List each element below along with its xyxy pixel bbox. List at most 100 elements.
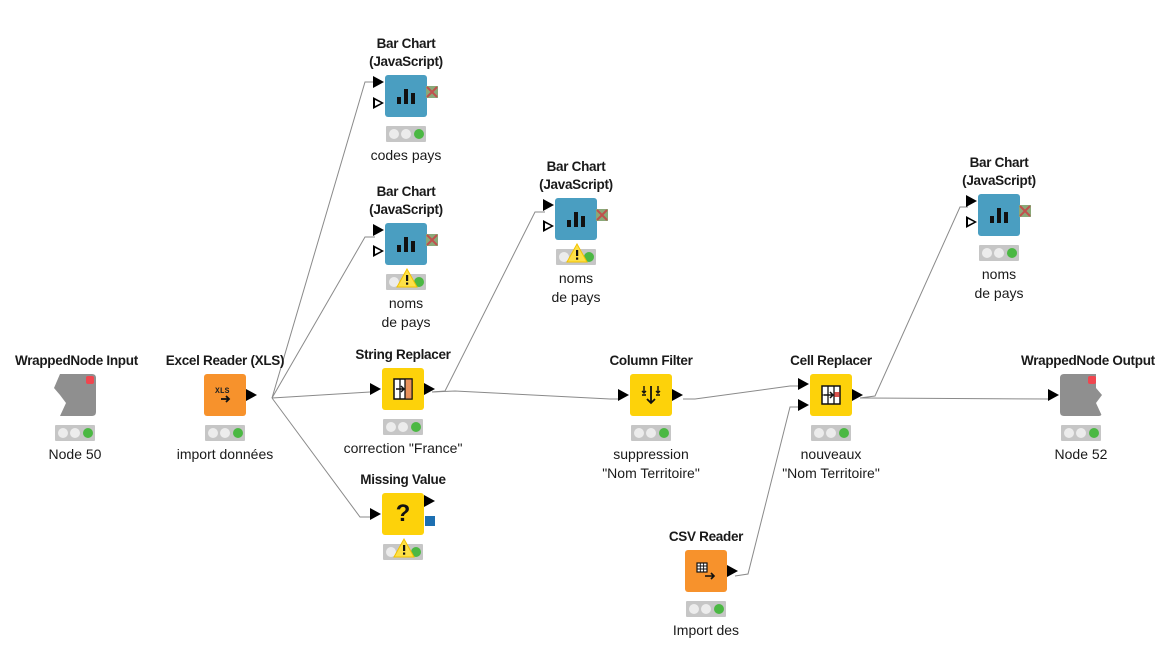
node-title: WrappedNode Output (1021, 353, 1155, 368)
string-replacer-icon[interactable] (382, 368, 424, 410)
node-label-line-2[interactable]: "Nom Territoire" (602, 465, 700, 481)
inactive-port-icon (596, 209, 608, 221)
output-port[interactable] (424, 383, 435, 395)
output-port[interactable] (852, 389, 863, 401)
node-label-line-2[interactable]: de pays (381, 314, 431, 330)
node-title-line-1: Bar Chart (969, 155, 1029, 170)
output-port-model[interactable] (425, 516, 435, 526)
warning-icon[interactable] (396, 268, 418, 288)
node-title-line-1: Bar Chart (546, 159, 606, 174)
status-indicator (979, 245, 1019, 261)
node-label-line-1[interactable]: noms (981, 266, 1017, 282)
status-indicator (205, 425, 245, 441)
input-port-1[interactable] (798, 378, 809, 390)
node-label-line-1[interactable]: suppression (613, 446, 689, 462)
status-indicator (686, 601, 726, 617)
node-title-line-2: (JavaScript) (962, 173, 1036, 188)
node-label[interactable]: correction "France" (343, 440, 463, 456)
output-port[interactable] (672, 389, 683, 401)
warning-icon[interactable] (566, 243, 588, 263)
svg-text:XLS: XLS (215, 387, 230, 396)
inactive-port-icon (426, 86, 438, 98)
input-port[interactable] (370, 508, 381, 520)
node-wrapped-output[interactable]: WrappedNode Output Node 52 (1021, 352, 1155, 464)
input-port[interactable] (966, 195, 977, 207)
node-bar-chart-noms-pays-1[interactable]: Bar Chart (JavaScript) noms de pays (346, 183, 466, 332)
status-indicator (386, 126, 426, 142)
node-label-line-2[interactable]: "Nom Territoire" (782, 465, 880, 481)
node-wrapped-input[interactable]: WrappedNode Input Node 50 (15, 352, 138, 464)
node-csv-reader[interactable]: CSV Reader Import des (646, 528, 766, 640)
input-port-2[interactable] (798, 399, 809, 411)
bar-chart-icon[interactable] (555, 198, 597, 240)
warning-icon[interactable] (393, 538, 415, 558)
input-port-optional[interactable] (543, 220, 554, 232)
icon-glyph: ? (395, 500, 411, 527)
input-port-optional[interactable] (373, 245, 384, 257)
node-title: Cell Replacer (790, 353, 872, 368)
node-title-line-1: Bar Chart (376, 36, 436, 51)
status-indicator (383, 538, 423, 560)
input-port[interactable] (373, 224, 384, 236)
status-indicator (386, 268, 426, 290)
output-port[interactable] (246, 389, 257, 401)
status-indicator (1061, 425, 1101, 441)
input-port[interactable] (618, 389, 629, 401)
status-indicator (383, 419, 423, 435)
column-filter-icon[interactable] (630, 374, 672, 416)
input-port-optional[interactable] (966, 216, 977, 228)
status-indicator (631, 425, 671, 441)
input-port[interactable] (370, 383, 381, 395)
input-port-optional[interactable] (373, 97, 384, 109)
status-indicator (556, 243, 596, 265)
output-port[interactable] (727, 565, 738, 577)
node-bar-chart-noms-pays-2[interactable]: Bar Chart (JavaScript) noms de pays (516, 158, 636, 307)
inactive-port-icon (1019, 205, 1031, 217)
node-label-line-1[interactable]: nouveaux (800, 446, 862, 462)
node-label-line-2[interactable]: de pays (551, 289, 601, 305)
node-title: WrappedNode Input (15, 353, 138, 368)
node-title: String Replacer (355, 347, 451, 362)
node-label-line-2[interactable]: de pays (974, 285, 1024, 301)
node-label[interactable]: codes pays (370, 147, 442, 163)
node-excel-reader[interactable]: Excel Reader (XLS) XLS import données (165, 352, 285, 464)
inactive-port-icon (426, 234, 438, 246)
node-title-line-2: (JavaScript) (369, 54, 443, 69)
node-label[interactable]: Node 52 (1054, 446, 1108, 462)
node-cell-replacer[interactable]: Cell Replacer nouveaux "Nom Territoire" (771, 352, 891, 483)
csv-reader-icon[interactable] (685, 550, 727, 592)
question-mark-icon[interactable]: ? (382, 493, 424, 535)
xls-reader-icon[interactable]: XLS (204, 374, 246, 416)
node-column-filter[interactable]: Column Filter suppression "Nom Territoir… (591, 352, 711, 483)
node-title-line-2: (JavaScript) (539, 177, 613, 192)
input-port[interactable] (373, 76, 384, 88)
cell-replacer-icon[interactable] (810, 374, 852, 416)
node-label[interactable]: Node 50 (48, 446, 102, 462)
node-bar-chart-codes-pays[interactable]: Bar Chart (JavaScript) codes pays (346, 35, 466, 165)
output-port-data[interactable] (424, 495, 435, 507)
node-title: Column Filter (609, 353, 693, 368)
node-missing-value[interactable]: Missing Value ? (343, 471, 463, 560)
node-label[interactable]: Import des (672, 622, 740, 638)
node-label[interactable]: import données (176, 446, 274, 462)
status-indicator (55, 425, 95, 441)
bar-chart-icon[interactable] (978, 194, 1020, 236)
bar-chart-icon[interactable] (385, 75, 427, 117)
input-port[interactable] (543, 199, 554, 211)
node-bar-chart-noms-pays-3[interactable]: Bar Chart (JavaScript) noms de pays (939, 154, 1059, 303)
node-title: Excel Reader (XLS) (165, 353, 285, 368)
wrapped-input-icon[interactable] (54, 374, 96, 416)
node-title: CSV Reader (668, 529, 744, 544)
node-title-line-2: (JavaScript) (369, 202, 443, 217)
node-label-line-1[interactable]: noms (388, 295, 424, 311)
node-label-line-1[interactable]: noms (558, 270, 594, 286)
input-port[interactable] (1048, 389, 1059, 401)
node-string-replacer[interactable]: String Replacer correction "France" (343, 346, 463, 458)
status-indicator (811, 425, 851, 441)
node-title: Missing Value (360, 472, 446, 487)
node-title-line-1: Bar Chart (376, 184, 436, 199)
bar-chart-icon[interactable] (385, 223, 427, 265)
wrapped-output-icon[interactable] (1060, 374, 1102, 416)
